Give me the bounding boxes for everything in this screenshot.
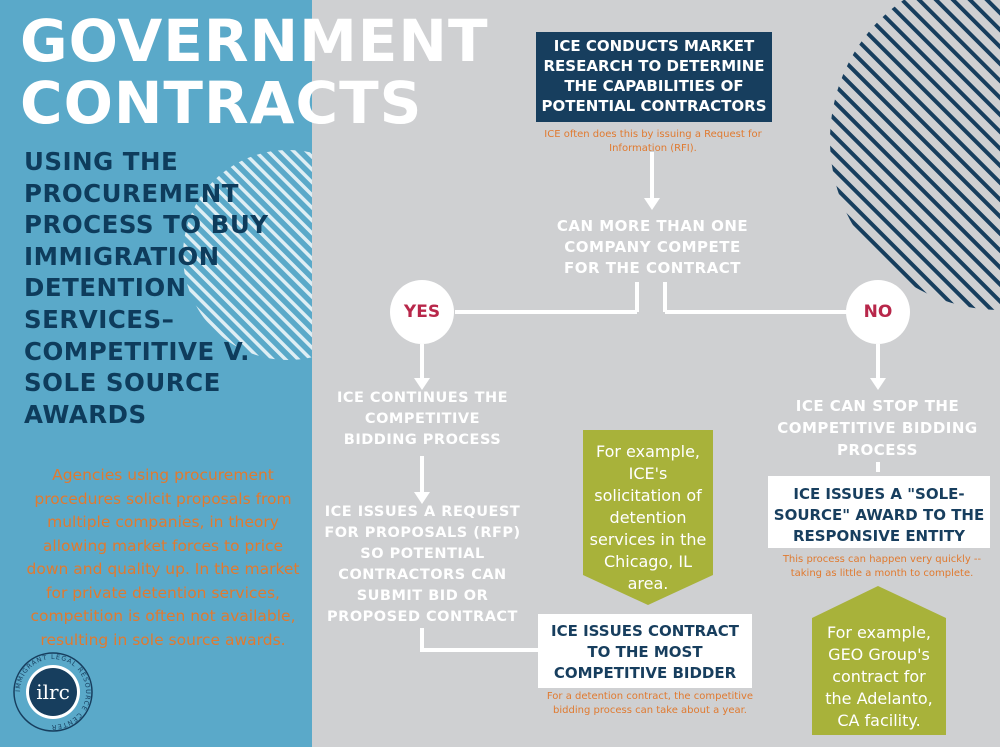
yes-step-continue: ICE CONTINUES THE COMPETITIVE BIDDING PR… <box>336 390 509 448</box>
yes-example-text: For example, ICE's solicitation of deten… <box>589 442 707 593</box>
step-market-research: ICE CONDUCTS MARKET RESEARCH TO DETERMIN… <box>536 32 772 122</box>
flow-connectors <box>420 152 880 652</box>
yes-circle: YES <box>390 280 454 344</box>
logo-core: ilrc <box>29 668 77 716</box>
subtitle: USING THE PROCUREMENT PROCESS TO BUY IMM… <box>24 147 269 429</box>
left-panel <box>0 0 312 747</box>
no-example-text: For example, GEO Group's contract for th… <box>825 623 933 730</box>
yes-step-award: ICE ISSUES CONTRACT TO THE MOST COMPETIT… <box>538 614 752 688</box>
yes-example-pentagon <box>583 430 713 605</box>
no-step-sole-source: ICE ISSUES A "SOLE-SOURCE" AWARD TO THE … <box>768 476 990 548</box>
step-market-research-note: ICE often does this by issuing a Request… <box>544 129 762 154</box>
yes-step-rfp: ICE ISSUES A REQUEST FOR PROPOSALS (RFP)… <box>324 504 521 625</box>
yes-step-award-note: For a detention contract, the competitiv… <box>546 691 754 716</box>
title-line-1: GOVERNMENT <box>20 7 489 75</box>
question-compete: CAN MORE THAN ONE COMPANY COMPETE FOR TH… <box>556 217 749 277</box>
no-example-pentagon <box>812 586 946 735</box>
no-step-stop: ICE CAN STOP THE COMPETITIVE BIDDING PRO… <box>777 397 978 459</box>
no-circle: NO <box>846 280 910 344</box>
title-line-2: CONTRACTS <box>20 69 423 137</box>
no-step-sole-source-note: This process can happen very quickly -- … <box>782 554 982 579</box>
intro-text: Agencies using procurement procedures so… <box>26 466 300 649</box>
